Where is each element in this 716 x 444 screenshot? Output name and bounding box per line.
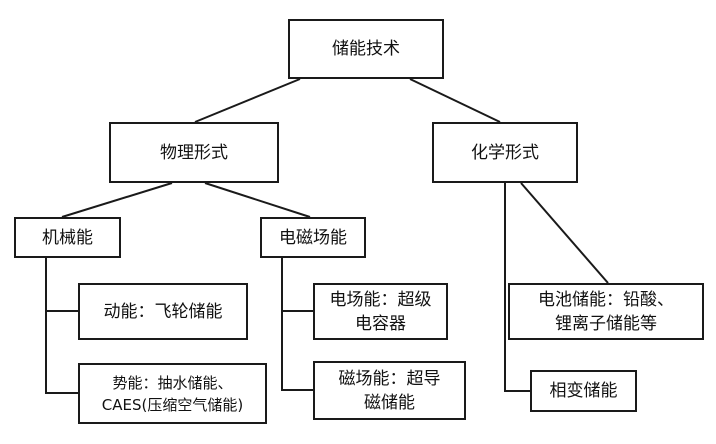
edge-root-chemical — [409, 78, 501, 123]
node-electric-field-line1: 电场能：超级 — [329, 289, 432, 310]
node-magnetic-field-line1: 磁场能：超导 — [338, 368, 441, 389]
node-chemical: 化学形式 — [432, 122, 578, 183]
edge-root-physical — [194, 78, 301, 123]
node-root: 储能技术 — [288, 19, 444, 79]
node-potential-line1: 势能：抽水储能、 — [112, 373, 233, 392]
node-phase-change-label: 相变储能 — [549, 381, 618, 401]
edge-chemical-phase — [504, 183, 530, 392]
edge-physical-electromagnetic — [204, 182, 311, 218]
node-electromagnetic-label: 电磁场能 — [279, 227, 347, 248]
node-potential-line2: CAES(压缩空气储能) — [101, 395, 244, 414]
node-root-label: 储能技术 — [332, 39, 400, 59]
node-physical: 物理形式 — [109, 122, 279, 183]
node-chemical-label: 化学形式 — [471, 142, 539, 163]
node-electromagnetic: 电磁场能 — [260, 217, 366, 258]
node-magnetic-field: 磁场能：超导 磁储能 — [313, 361, 466, 420]
node-electric-field: 电场能：超级 电容器 — [313, 283, 448, 340]
node-kinetic-label: 动能：飞轮储能 — [103, 301, 223, 322]
node-battery: 电池储能：铅酸、 锂离子储能等 — [508, 283, 704, 340]
node-potential: 势能：抽水储能、 CAES(压缩空气储能) — [78, 363, 267, 424]
node-mechanical-label: 机械能 — [42, 227, 93, 248]
node-mechanical: 机械能 — [14, 217, 121, 258]
edge-mechanical-children — [45, 258, 78, 394]
edge-electromagnetic-children — [281, 258, 313, 391]
node-phase-change: 相变储能 — [530, 370, 637, 412]
node-physical-label: 物理形式 — [160, 142, 228, 163]
node-magnetic-field-line2: 磁储能 — [364, 392, 415, 413]
edge-chemical-battery — [520, 182, 609, 284]
edge-physical-mechanical — [61, 182, 173, 218]
node-battery-line1: 电池储能：铅酸、 — [538, 289, 674, 310]
node-kinetic: 动能：飞轮储能 — [78, 283, 248, 340]
node-battery-line2: 锂离子储能等 — [555, 313, 657, 334]
node-electric-field-line2: 电容器 — [355, 313, 406, 334]
